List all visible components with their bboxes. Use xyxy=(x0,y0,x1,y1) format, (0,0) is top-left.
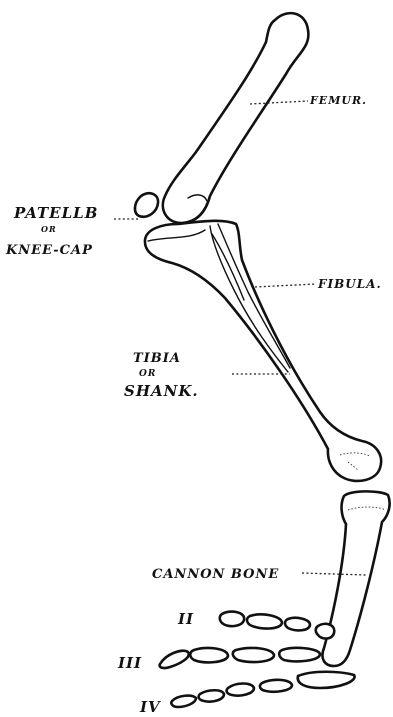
cannon-bone xyxy=(322,491,389,666)
digit-iv-bones xyxy=(171,672,354,707)
shank-label: SHANK. xyxy=(124,382,199,400)
fibula-label: FIBULA. xyxy=(317,277,382,291)
patella-label: PATELLB xyxy=(13,204,98,222)
femur-label: FEMUR. xyxy=(309,94,367,107)
digit-ii-bones xyxy=(220,612,335,639)
femur-bone xyxy=(163,13,309,223)
patella-bone xyxy=(135,193,158,217)
digit-ii-label: II xyxy=(177,610,194,628)
cannon-bone-label: CANNON BONE xyxy=(152,567,279,582)
patella-or-label: OR xyxy=(41,224,57,234)
fibula-leader-line xyxy=(255,284,316,287)
digit-iii-label: III xyxy=(117,654,142,672)
kneecap-label: KNEE-CAP xyxy=(5,243,93,258)
tibia-or-label: OR xyxy=(139,369,156,379)
digit-iii-bones xyxy=(160,648,320,668)
digit-iv-label: IV xyxy=(139,698,161,716)
tibia-label: TIBIA xyxy=(133,351,181,366)
